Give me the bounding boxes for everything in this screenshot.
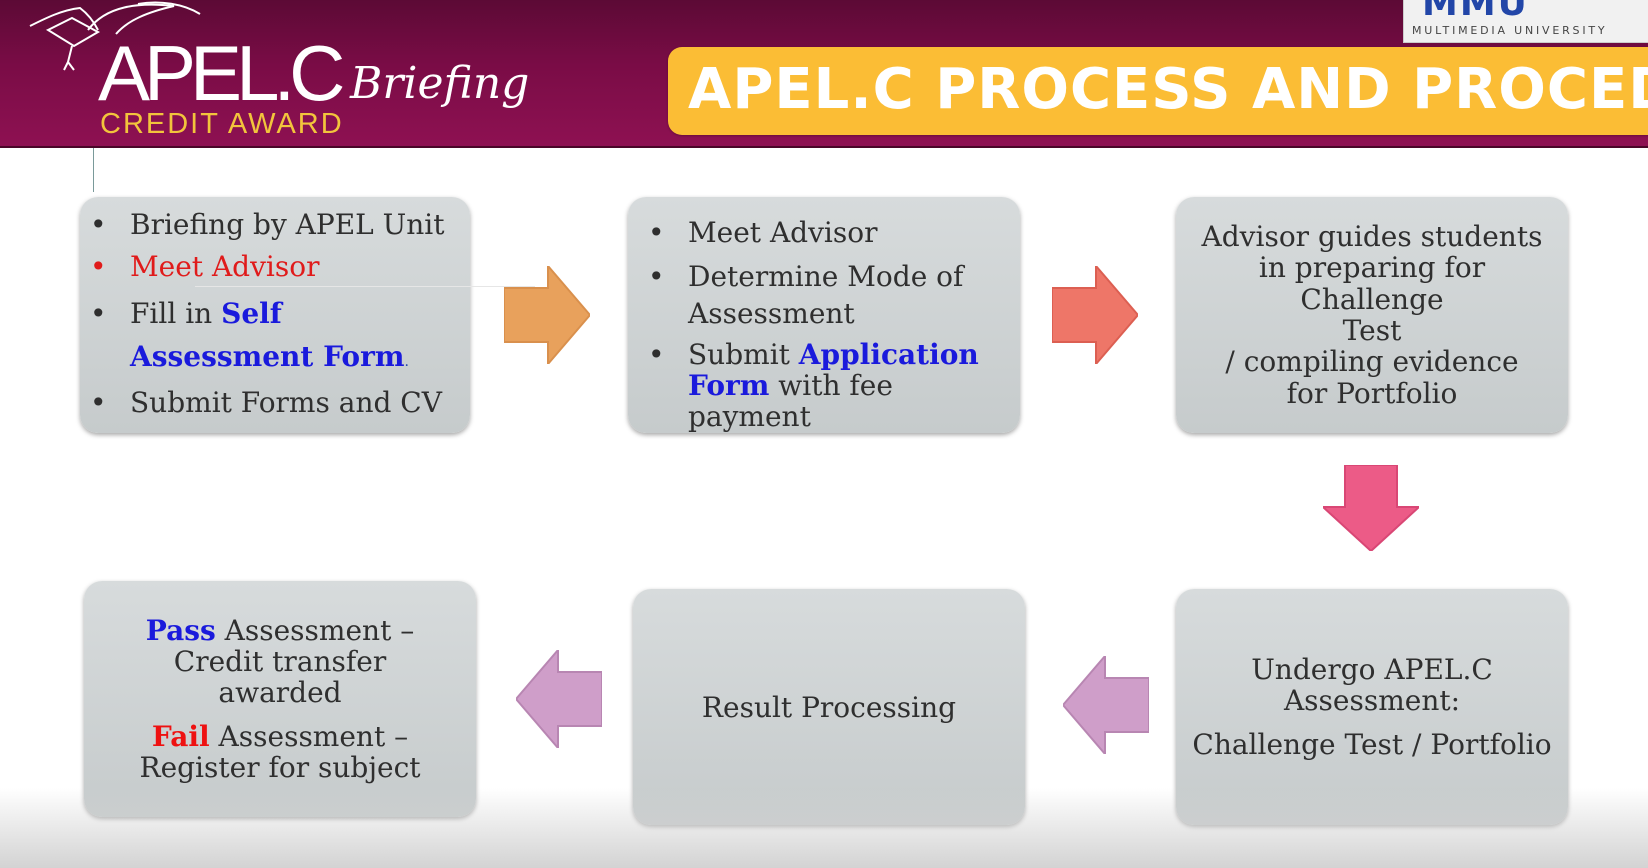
item-text: Meet Advisor	[130, 250, 320, 284]
item-text: Fill in	[130, 296, 222, 330]
pass-line-3: awarded	[218, 676, 342, 710]
university-logo-mark: MMU	[1422, 0, 1529, 24]
bullet-icon: •	[90, 385, 107, 419]
fail-text: Assessment –	[209, 719, 409, 753]
bullet-icon: •	[90, 208, 107, 241]
page-title: APEL.C PROCESS AND PROCEDURE	[688, 57, 1648, 122]
step-box-5: Result Processing	[633, 589, 1025, 825]
application-form-link: Application Form	[688, 338, 979, 402]
step-3-line: for Portfolio	[1286, 376, 1458, 410]
step-3-line: Advisor guides students	[1201, 219, 1543, 253]
list-item: • Meet Advisor	[644, 215, 1010, 251]
header-banner: APEL.C Briefing CREDIT AWARD APEL.C PROC…	[0, 0, 1648, 148]
list-item: • Determine Mode of Assessment	[644, 259, 1010, 332]
step-3-line: / compiling evidence	[1225, 345, 1519, 379]
fail-line-2: Register for subject	[139, 751, 421, 785]
pass-line-2: Credit transfer	[173, 644, 387, 678]
step-4-detail: Challenge Test / Portfolio	[1192, 727, 1552, 761]
divider	[93, 148, 94, 192]
university-logo: MMU MULTIMEDIA UNIVERSITY	[1403, 0, 1648, 43]
arrow-left-icon	[516, 650, 602, 748]
step-box-3: Advisor guides students in preparing for…	[1176, 197, 1568, 433]
list-item: • Fill in Self Assessment Form.	[86, 292, 454, 379]
list-item: • Submit Application Form with fee payme…	[644, 338, 1010, 433]
logo-main-text: APEL.C	[98, 29, 345, 117]
step-3-line: in preparing for Challenge	[1258, 251, 1486, 316]
arrow-right-icon	[504, 266, 590, 364]
item-text: Submit	[688, 338, 799, 372]
university-name: MULTIMEDIA UNIVERSITY	[1412, 24, 1608, 37]
logo-script-text: Briefing	[350, 58, 530, 109]
arrow-down-icon	[1323, 465, 1419, 551]
pass-label: Pass	[145, 613, 216, 647]
item-text: with fee payment	[688, 368, 893, 433]
step-box-4: Undergo APEL.C Assessment: Challenge Tes…	[1176, 589, 1568, 825]
bullet-icon: •	[90, 250, 107, 284]
list-item: • Meet Advisor	[86, 249, 454, 285]
step-2-list: • Meet Advisor • Determine Mode of Asses…	[644, 215, 1010, 433]
bullet-icon: •	[648, 216, 665, 249]
pass-text: Assessment –	[215, 613, 415, 647]
step-box-1: • Briefing by APEL Unit • Meet Advisor •…	[80, 197, 535, 433]
graduation-cap-icon	[29, 1, 201, 71]
list-item: • Briefing by APEL Unit	[86, 207, 454, 243]
logo-subtitle: CREDIT AWARD	[100, 108, 344, 140]
step-box-6: Pass Assessment – Credit transfer awarde…	[84, 581, 476, 817]
pass-line: Pass Assessment –	[145, 613, 415, 647]
step-4-line: Undergo APEL.C	[1251, 652, 1493, 686]
arrow-left-icon	[1063, 656, 1149, 754]
step-4-line: Assessment:	[1283, 684, 1461, 718]
bullet-icon: •	[90, 296, 107, 330]
bullet-icon: •	[648, 338, 665, 372]
item-text: Meet Advisor	[688, 216, 878, 249]
item-text: .	[404, 354, 409, 371]
divider	[195, 286, 535, 287]
item-text: Briefing by APEL Unit	[130, 208, 445, 241]
step-box-2: • Meet Advisor • Determine Mode of Asses…	[628, 197, 1020, 433]
step-1-list: • Briefing by APEL Unit • Meet Advisor •…	[86, 207, 454, 421]
apel-logo: APEL.C Briefing CREDIT AWARD	[28, 0, 548, 146]
arrow-right-icon	[1052, 266, 1138, 364]
bullet-icon: •	[648, 260, 665, 294]
item-text: Determine Mode of Assessment	[688, 260, 964, 330]
fail-line: Fail Assessment –	[151, 719, 409, 753]
step-5-text: Result Processing	[701, 690, 957, 724]
self-assessment-form-link: Self Assessment Form	[130, 296, 405, 374]
title-bar: APEL.C PROCESS AND PROCEDURE	[668, 47, 1648, 135]
list-item: • Submit Forms and CV	[86, 385, 454, 421]
step-3-line: Test	[1342, 314, 1402, 347]
fail-label: Fail	[151, 719, 210, 753]
item-text: Submit Forms and CV	[130, 385, 442, 419]
